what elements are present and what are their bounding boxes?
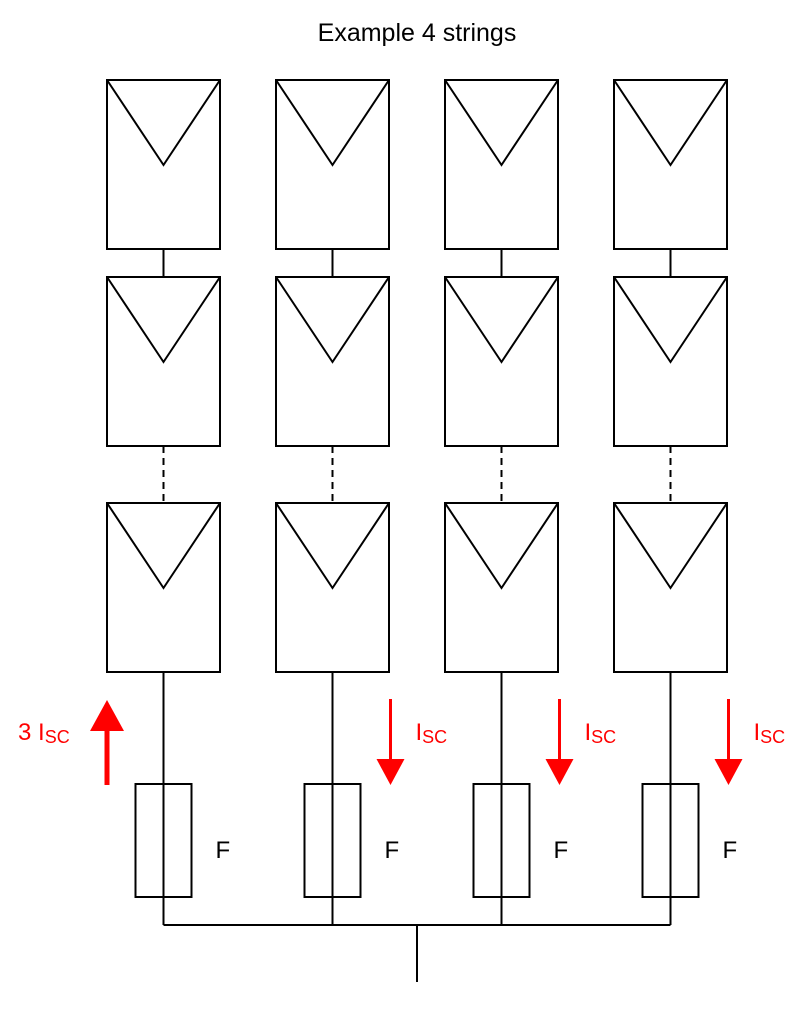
string-3: F ISC — [444, 79, 617, 925]
current-label: ISC — [416, 719, 448, 747]
pv-module-symbol — [613, 79, 728, 167]
pv-module-symbol — [613, 276, 728, 364]
arrow-head-down — [376, 759, 405, 785]
pv-module-symbol — [444, 502, 559, 590]
current-label: ISC — [585, 719, 617, 747]
pv-module-symbol — [106, 502, 221, 590]
pv-module-symbol — [106, 276, 221, 364]
fuse — [303, 783, 362, 898]
current-symbol: I — [754, 719, 761, 746]
current-symbol: 3 I — [18, 719, 45, 746]
fuse-label: F — [385, 837, 400, 864]
pv-module-symbol — [275, 79, 390, 167]
fuse-label: F — [216, 837, 231, 864]
pv-module-symbol — [444, 276, 559, 364]
string-1: F 3 ISC — [18, 79, 231, 925]
fuse — [472, 783, 531, 898]
pv-module-symbol — [275, 276, 390, 364]
arrow-head-down — [714, 759, 743, 785]
current-symbol: I — [585, 719, 592, 746]
current-subscript: SC — [760, 727, 785, 747]
arrow-head-down — [545, 759, 574, 785]
diagram-title: Example 4 strings — [318, 19, 517, 47]
fuse-label: F — [723, 837, 738, 864]
fuse — [134, 783, 193, 898]
pv-module-symbol — [444, 79, 559, 167]
pv-module-symbol — [275, 502, 390, 590]
current-subscript: SC — [591, 727, 616, 747]
current-subscript: SC — [422, 727, 447, 747]
fuse — [641, 783, 700, 898]
current-symbol: I — [416, 719, 423, 746]
current-label: 3 ISC — [18, 719, 70, 747]
current-subscript: SC — [45, 727, 70, 747]
string-4: F ISC — [613, 79, 786, 925]
pv-module-symbol — [106, 79, 221, 167]
current-label: ISC — [754, 719, 786, 747]
pv-module-symbol — [613, 502, 728, 590]
string-2: F ISC — [275, 79, 448, 925]
arrow-head-up — [90, 700, 124, 731]
fuse-label: F — [554, 837, 569, 864]
